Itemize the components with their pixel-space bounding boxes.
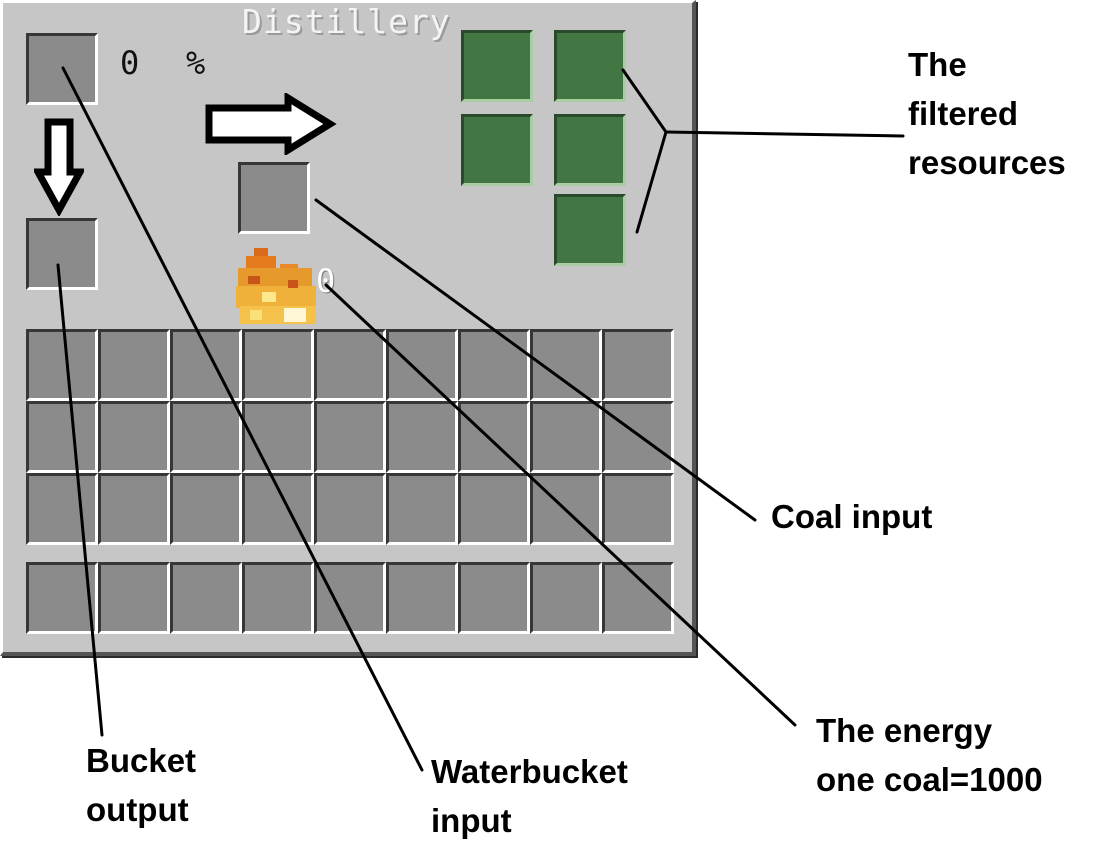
progress-value: 0 bbox=[120, 44, 140, 82]
fire-icon bbox=[236, 248, 316, 324]
hotbar-slot[interactable] bbox=[242, 562, 314, 634]
inventory-slot[interactable] bbox=[458, 401, 530, 473]
inventory-slot[interactable] bbox=[314, 401, 386, 473]
inventory-slot[interactable] bbox=[170, 401, 242, 473]
inventory-slot[interactable] bbox=[170, 473, 242, 545]
output-slot[interactable] bbox=[554, 114, 626, 186]
inventory-slot[interactable] bbox=[458, 329, 530, 401]
inventory-slot[interactable] bbox=[26, 329, 98, 401]
inventory-slot[interactable] bbox=[98, 473, 170, 545]
coal-input-slot[interactable] bbox=[238, 162, 310, 234]
inventory-slot[interactable] bbox=[530, 329, 602, 401]
annotation-energy: The energy one coal=1000 bbox=[816, 712, 1043, 798]
inventory-slot[interactable] bbox=[170, 329, 242, 401]
bucket-output-slot[interactable] bbox=[26, 218, 98, 290]
energy-value: 0 bbox=[316, 262, 336, 300]
annotation-filtered-resources: The filtered resources bbox=[908, 46, 1066, 181]
inventory-slot[interactable] bbox=[242, 473, 314, 545]
hotbar-slot[interactable] bbox=[530, 562, 602, 634]
output-slot[interactable] bbox=[461, 30, 533, 102]
output-slot[interactable] bbox=[554, 30, 626, 102]
inventory-slot[interactable] bbox=[530, 473, 602, 545]
arrow-down-icon bbox=[34, 118, 84, 216]
inventory-slot[interactable] bbox=[98, 329, 170, 401]
arrow-right-icon bbox=[205, 93, 337, 155]
output-slot[interactable] bbox=[554, 194, 626, 266]
hotbar-slot[interactable] bbox=[170, 562, 242, 634]
inventory-slot[interactable] bbox=[314, 473, 386, 545]
annotation-bucket-output: Bucket output bbox=[86, 742, 197, 828]
inventory-slot[interactable] bbox=[386, 401, 458, 473]
inventory-slot[interactable] bbox=[242, 401, 314, 473]
inventory-slot[interactable] bbox=[458, 473, 530, 545]
inventory-slot[interactable] bbox=[602, 473, 674, 545]
progress-unit: % bbox=[186, 44, 206, 82]
inventory-slot[interactable] bbox=[242, 329, 314, 401]
waterbucket-input-slot[interactable] bbox=[26, 33, 98, 105]
inventory-slot[interactable] bbox=[602, 329, 674, 401]
inventory-slot[interactable] bbox=[386, 329, 458, 401]
hotbar-slot[interactable] bbox=[602, 562, 674, 634]
hotbar-slot[interactable] bbox=[98, 562, 170, 634]
inventory-slot[interactable] bbox=[386, 473, 458, 545]
output-slot[interactable] bbox=[461, 114, 533, 186]
inventory-slot[interactable] bbox=[26, 473, 98, 545]
window-title: Distillery bbox=[242, 2, 451, 41]
inventory-slot[interactable] bbox=[98, 401, 170, 473]
inventory-slot[interactable] bbox=[602, 401, 674, 473]
inventory-slot[interactable] bbox=[530, 401, 602, 473]
hotbar-slot[interactable] bbox=[314, 562, 386, 634]
inventory-slot[interactable] bbox=[314, 329, 386, 401]
hotbar-slot[interactable] bbox=[458, 562, 530, 634]
hotbar-slot[interactable] bbox=[26, 562, 98, 634]
inventory-slot[interactable] bbox=[26, 401, 98, 473]
annotation-waterbucket-input: Waterbucket input bbox=[431, 753, 628, 839]
annotation-coal-input: Coal input bbox=[771, 498, 933, 535]
hotbar-slot[interactable] bbox=[386, 562, 458, 634]
